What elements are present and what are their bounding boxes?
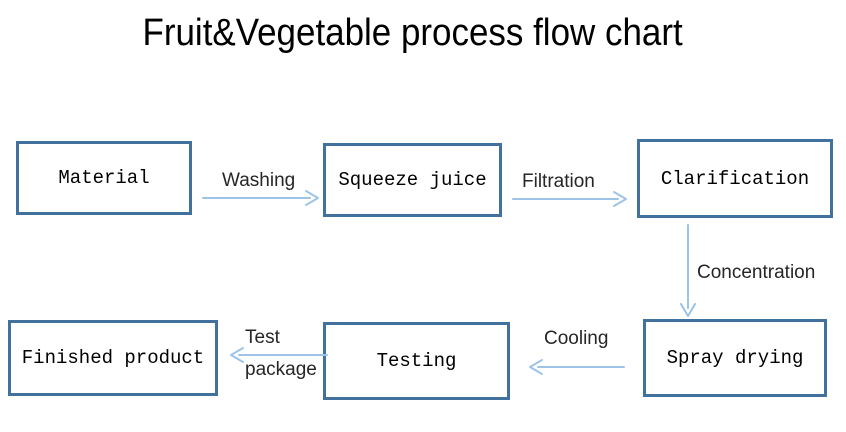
node-finished-product-label: Finished product (21, 347, 205, 369)
edge-label-package: package (245, 359, 317, 380)
edge-label-test: Test (245, 327, 280, 348)
arrow-right-icon (512, 191, 627, 207)
page-title-text: Fruit&Vegetable process flow chart (142, 12, 684, 54)
node-clarification-label: Clarification (660, 167, 810, 190)
node-finished-product: Finished product (8, 320, 218, 396)
edge-label-filtration: Filtration (522, 171, 595, 192)
node-spray-drying-label: Spray drying (666, 347, 804, 369)
node-testing: Testing (323, 322, 510, 400)
arrow-right-icon (202, 190, 319, 206)
node-testing-label: Testing (376, 350, 457, 372)
node-spray-drying: Spray drying (643, 319, 827, 397)
edge-label-concentration: Concentration (697, 262, 816, 283)
node-material: Material (16, 141, 192, 215)
edge-label-cooling: Cooling (544, 328, 609, 349)
node-material-label: Material (58, 167, 150, 189)
edge-label-washing: Washing (222, 170, 296, 191)
node-squeeze-juice-label: Squeeze juice (338, 169, 487, 191)
node-clarification: Clarification (637, 139, 833, 218)
arrow-down-icon (680, 224, 696, 317)
page-title: Fruit&Vegetable process flow chart (0, 12, 826, 55)
arrow-left-icon (529, 359, 625, 375)
arrow-left-icon (230, 347, 328, 363)
node-squeeze-juice: Squeeze juice (323, 143, 502, 217)
